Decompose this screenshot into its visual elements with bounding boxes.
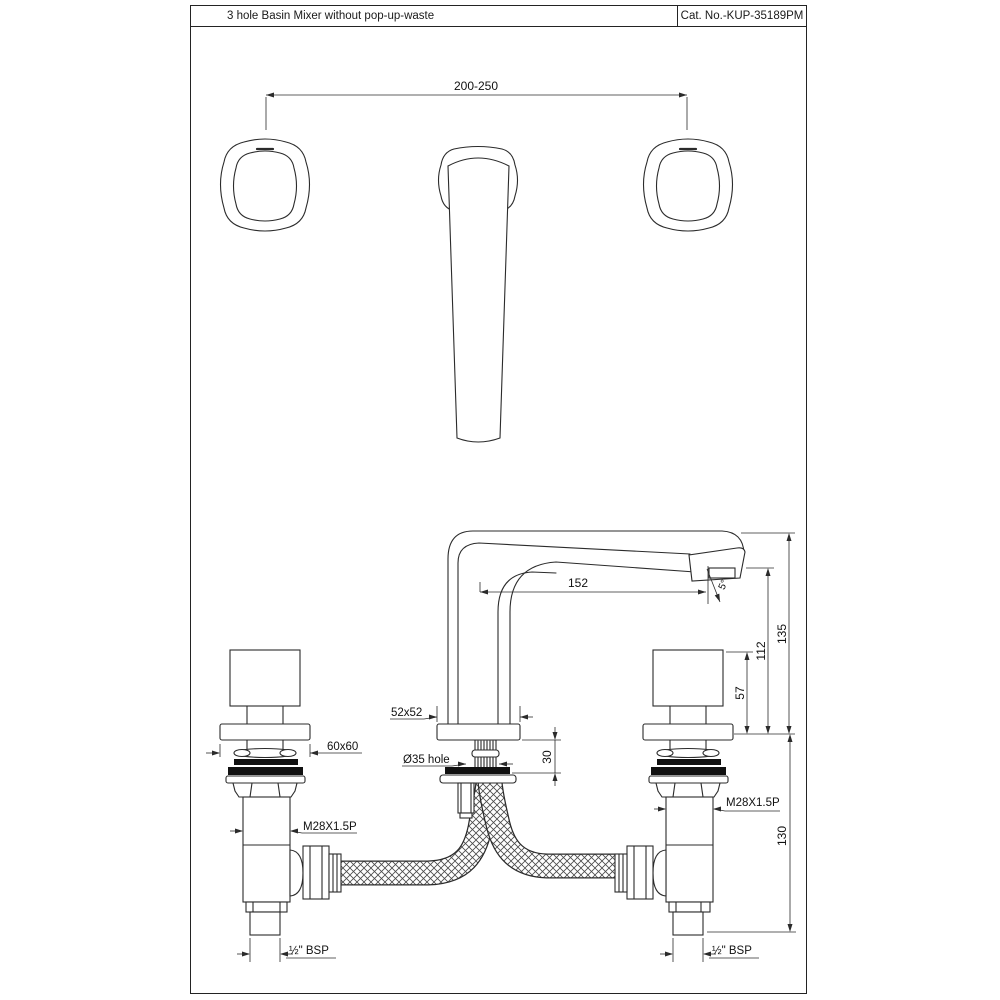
drawing-title: 3 hole Basin Mixer without pop-up-waste	[227, 10, 435, 22]
dim-handle-base-label: 60x60	[327, 741, 358, 753]
dim-mounting-hole-label: Ø35 hole	[403, 754, 450, 766]
top-view-left-handle	[219, 138, 311, 232]
drawing-frame: 3 hole Basin Mixer without pop-up-waste …	[190, 5, 807, 994]
dim-inlet-left-label: ½" BSP	[289, 945, 329, 957]
dim-inlet-right: ½" BSP	[660, 938, 759, 962]
dim-spout-angle-label: 5°	[717, 578, 731, 591]
dim-spout-base: 52x52	[390, 706, 533, 722]
left-knob	[229, 649, 301, 707]
dim-spout-reach: 152	[479, 566, 709, 604]
catalog-number: Cat. No.-KUP-35189PM	[677, 6, 806, 26]
dim-inlet-left: ½" BSP	[237, 938, 336, 962]
left-valve-body	[242, 796, 291, 903]
dim-thread-left-label: M28X1.5P	[303, 821, 357, 833]
left-inlet-stub	[249, 911, 281, 936]
front-view-spout	[436, 530, 746, 741]
right-gasket	[657, 759, 721, 765]
dim-spout-base-label: 52x52	[391, 707, 422, 719]
dim-handle-spacing-label: 200-250	[454, 79, 498, 93]
dim-below-deck: 130	[707, 734, 796, 933]
left-valve-assembly	[219, 649, 342, 936]
right-valve-assembly	[614, 649, 734, 936]
top-view-spout	[437, 145, 519, 443]
right-inlet-stub	[672, 911, 704, 936]
left-flange	[219, 723, 311, 741]
spout-base-assembly	[439, 739, 517, 819]
right-knob	[652, 649, 724, 707]
right-valve-body	[665, 796, 714, 903]
dim-mounting-hole: Ø35 hole	[402, 754, 513, 767]
dim-spout-reach-label: 152	[568, 576, 588, 590]
title-block: 3 hole Basin Mixer without pop-up-waste …	[191, 6, 806, 27]
left-gasket	[234, 759, 298, 765]
dim-deck-thickness: 30	[512, 727, 561, 786]
dim-deck-thickness-label: 30	[540, 750, 554, 764]
top-view-right-handle	[642, 138, 734, 232]
spout-gasket	[445, 767, 510, 774]
front-view: 152 5° 135 112	[206, 530, 796, 962]
dim-outlet-height: 112	[746, 567, 774, 734]
right-flange	[642, 723, 734, 741]
dim-handle-base: 60x60	[206, 741, 362, 757]
dim-total-height: 135	[734, 532, 795, 735]
dim-outlet-height-label: 112	[754, 641, 768, 660]
hose-right	[477, 780, 617, 879]
dim-below-deck-label: 130	[775, 826, 789, 846]
dim-handle-height: 57	[726, 651, 753, 734]
spout-flange	[436, 723, 521, 741]
left-hex-nut	[232, 782, 298, 798]
dim-handle-spacing: 200-250	[265, 79, 688, 130]
right-hex-nut	[655, 782, 721, 798]
dim-thread-left: M28X1.5P	[230, 821, 357, 834]
dim-spout-angle: 5°	[706, 568, 731, 603]
dim-handle-height-label: 57	[733, 686, 747, 700]
dim-inlet-right-label: ½" BSP	[712, 945, 752, 957]
top-view: 200-250	[219, 79, 734, 443]
dim-total-height-label: 135	[775, 624, 789, 644]
dim-thread-right: M28X1.5P	[654, 797, 780, 812]
dim-thread-right-label: M28X1.5P	[726, 797, 780, 809]
